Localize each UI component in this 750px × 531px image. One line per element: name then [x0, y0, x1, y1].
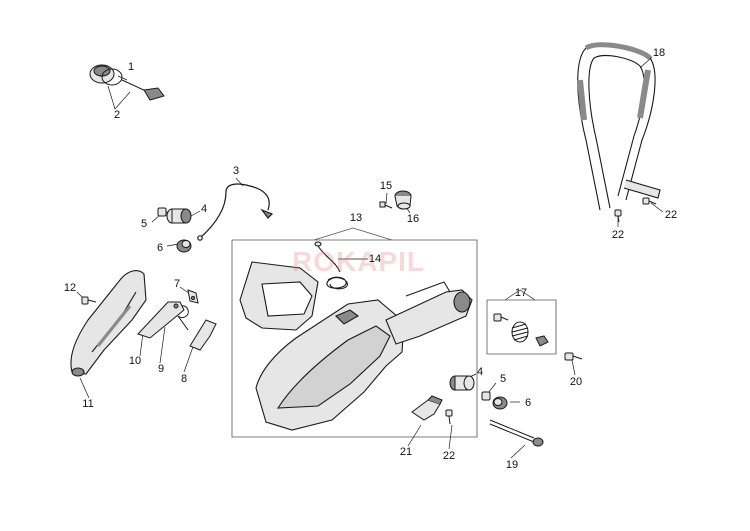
part-cap-lower-6: [492, 396, 508, 410]
callout-20: 20: [569, 376, 583, 388]
part-bushing-lower-4: [449, 375, 475, 391]
part-bolt-lower-5: [481, 391, 491, 401]
part-bushing-16: [394, 190, 412, 210]
callout-1: 1: [127, 61, 135, 73]
callout-5-lower: 5: [499, 373, 507, 385]
callout-8: 8: [180, 373, 188, 385]
callout-4-lower: 4: [476, 366, 484, 378]
watermark-logo: ROKAPIL: [292, 246, 425, 277]
callout-22-bar: 22: [611, 229, 625, 241]
callout-13: 13: [349, 212, 363, 224]
part-rear-handle-11: [70, 270, 147, 377]
part-bracket-21: [411, 395, 443, 421]
part-fuel-cap: [89, 64, 165, 101]
part-pin-19: [489, 419, 544, 447]
part-throttle-lever-8: [189, 319, 217, 351]
callout-4: 4: [200, 203, 208, 215]
part-screws-22-handle: [614, 197, 657, 223]
callout-12: 12: [63, 282, 77, 294]
part-av-spring-17: [493, 313, 549, 347]
part-throttle-cable: [197, 183, 274, 241]
callout-11: 11: [82, 398, 94, 410]
callout-18: 18: [652, 47, 666, 59]
callout-22-lower: 22: [442, 450, 456, 462]
callout-7: 7: [173, 278, 181, 290]
part-housing-13: [239, 261, 473, 431]
callout-9: 9: [157, 363, 165, 375]
group-frame-17: [486, 289, 557, 355]
part-screw-22-lower: [445, 409, 453, 425]
callout-22-handle: 22: [664, 209, 678, 221]
part-cap-upper-6: [176, 239, 192, 253]
callout-6-lower: 6: [524, 397, 532, 409]
callout-10: 10: [128, 355, 142, 367]
part-lockout-lever-10: [137, 301, 185, 339]
callout-21: 21: [399, 446, 413, 458]
callout-16: 16: [406, 213, 420, 225]
callout-17: 17: [514, 287, 528, 299]
part-oil-hose-14: [314, 241, 349, 290]
callout-3: 3: [232, 165, 240, 177]
part-clip-7: [187, 289, 199, 304]
callout-19: 19: [505, 459, 519, 471]
callout-15: 15: [379, 180, 393, 192]
part-screw-15: [379, 201, 393, 209]
callout-2: 2: [113, 109, 121, 121]
callout-6: 6: [156, 242, 164, 254]
part-screw-12: [81, 296, 97, 305]
callout-14: 14: [368, 253, 382, 265]
part-bushing-upper-4: [166, 208, 192, 224]
callout-5: 5: [140, 218, 148, 230]
part-bolt-20: [564, 352, 583, 361]
group-frame-13: [231, 227, 478, 438]
part-front-handle-18: [577, 42, 661, 211]
